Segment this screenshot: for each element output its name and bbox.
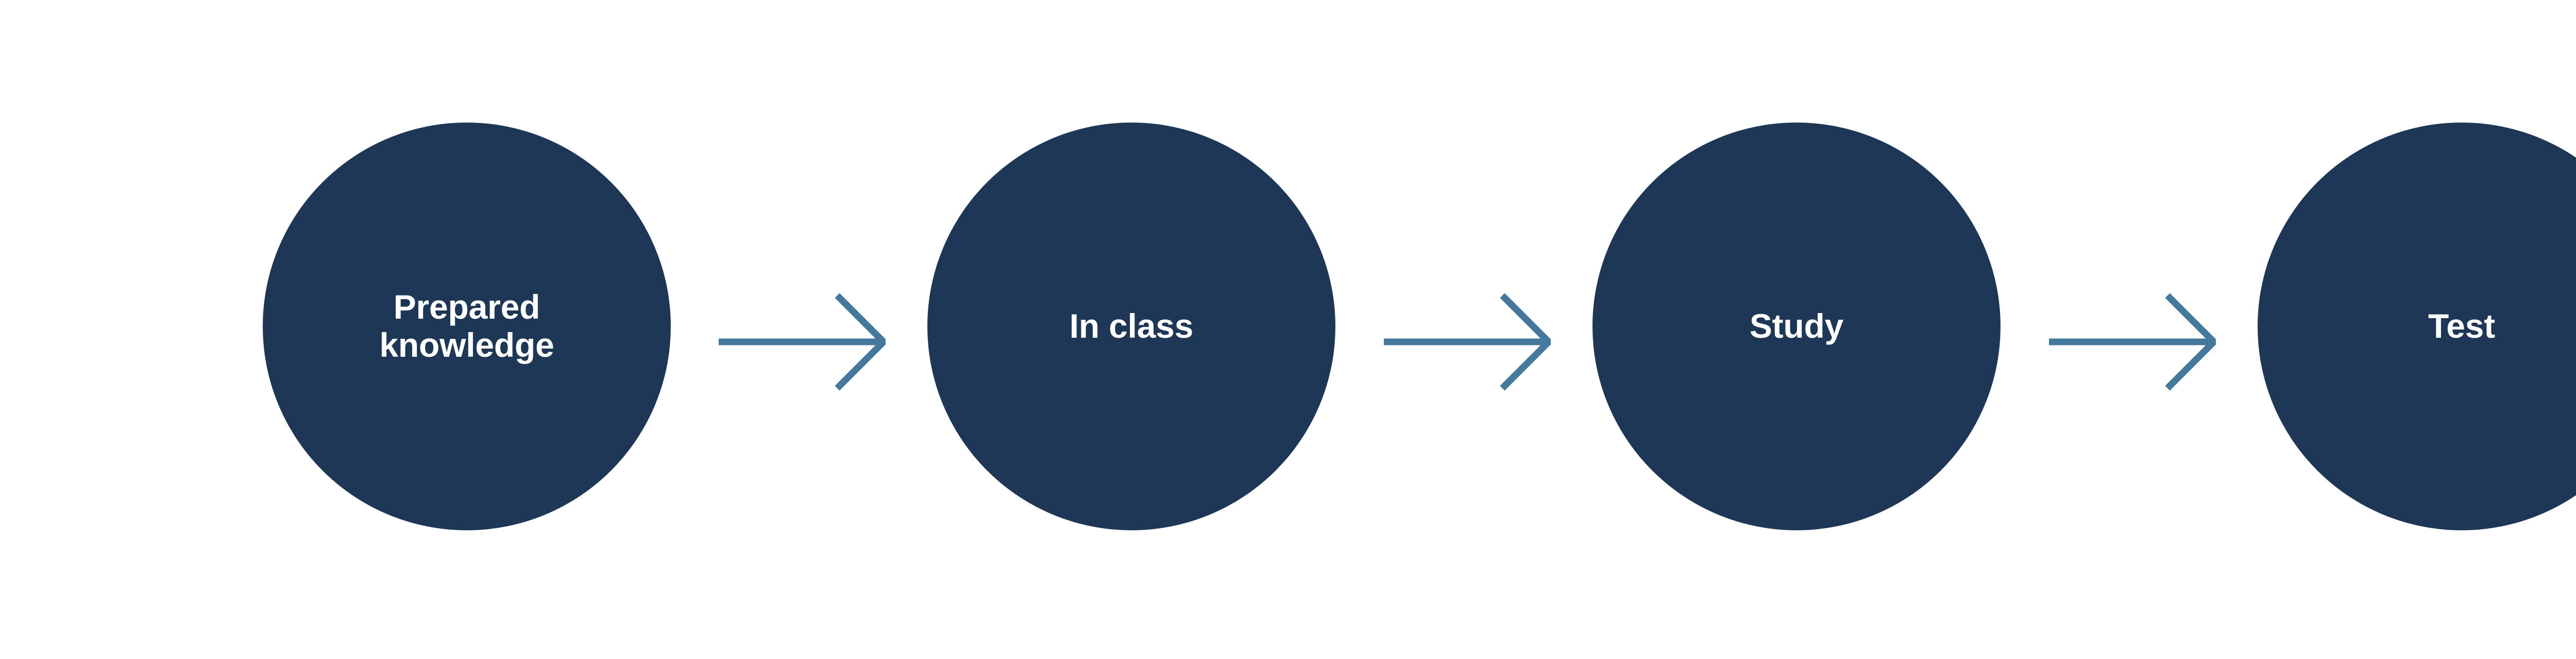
process-step-prepared-knowledge[interactable]: Prepared knowledge: [263, 123, 671, 530]
arrow-right-icon-2: [1383, 287, 1551, 396]
process-step-study[interactable]: Study: [1592, 123, 2001, 530]
process-step-label: Test: [2428, 307, 2495, 345]
arrow-right-icon-3: [2048, 287, 2216, 396]
process-step-label: Study: [1749, 307, 1844, 345]
process-step-label: In class: [1069, 307, 1194, 345]
arrow-right-icon-1: [718, 287, 886, 396]
process-step-label: Prepared knowledge: [379, 288, 554, 364]
process-step-test[interactable]: Test: [2258, 123, 2576, 530]
process-step-in-class[interactable]: In class: [927, 123, 1335, 530]
